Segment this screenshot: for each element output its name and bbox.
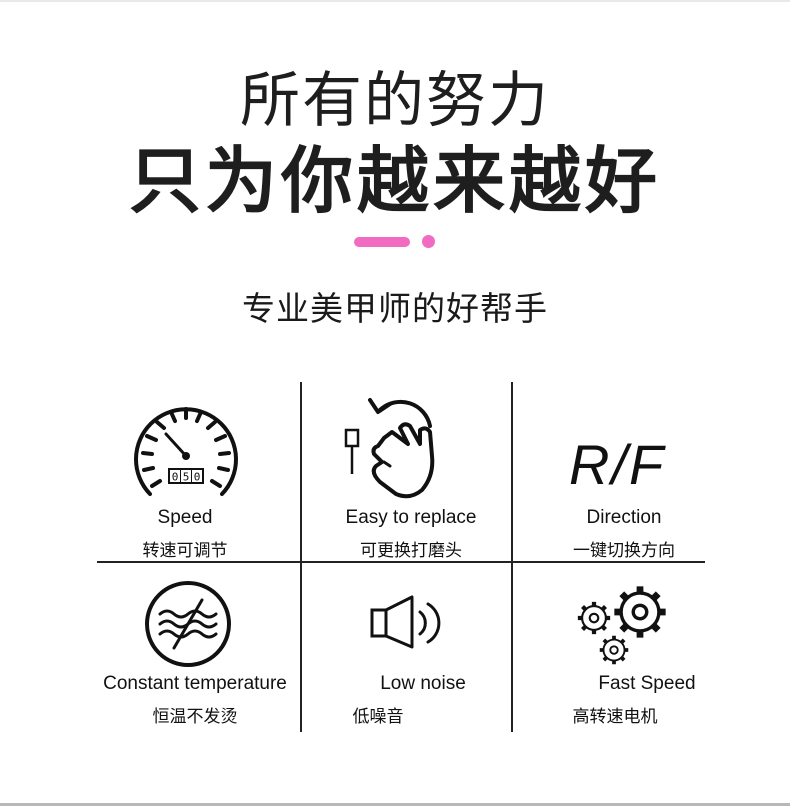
feature-label-zh: 可更换打磨头	[360, 541, 462, 561]
feature-label-zh: 转速可调节	[142, 541, 228, 561]
odometer-digit: 0	[194, 471, 201, 484]
top-border	[0, 0, 790, 2]
gears-icon	[572, 580, 676, 667]
feature-label-zh: 高转速电机	[572, 707, 658, 727]
accent-dot	[422, 235, 435, 248]
headline-line2: 只为你越来越好	[128, 139, 661, 223]
feature-label-en: Easy to replace	[345, 507, 477, 528]
rf-direction-text: R/F	[569, 433, 666, 496]
headline-line1: 所有的努力	[240, 66, 550, 136]
feature-label-en: Fast Speed	[598, 673, 696, 694]
grid-divider-v2	[511, 382, 513, 732]
feature-label-en: Speed	[157, 507, 213, 528]
bottom-border	[0, 803, 790, 806]
speaker-icon	[370, 595, 441, 649]
grid-divider-v1	[300, 382, 302, 732]
wavy-heat-icon	[145, 581, 231, 667]
accent-pill	[354, 237, 410, 247]
feature-label-zh: 一键切换方向	[573, 541, 675, 561]
subtitle: 专业美甲师的好帮手	[242, 289, 548, 328]
feature-label-en: Constant temperature	[103, 673, 287, 694]
feature-label-zh: 低噪音	[352, 707, 404, 727]
speedometer-icon: 0 5 0	[134, 407, 238, 496]
odometer-digit: 0	[172, 471, 179, 484]
grid-divider-h	[97, 561, 705, 563]
feature-label-en: Low noise	[380, 673, 466, 694]
feature-label-en: Direction	[586, 507, 662, 528]
feature-label-zh: 恒温不发烫	[152, 707, 238, 727]
odometer-digit: 5	[183, 471, 190, 484]
hand-replace-icon	[344, 398, 435, 499]
